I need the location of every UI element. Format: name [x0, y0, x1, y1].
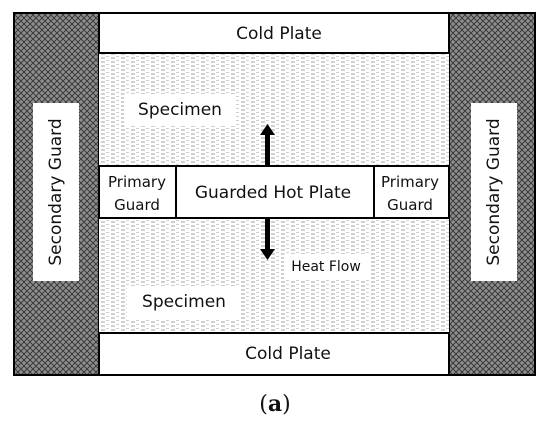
secondary-guard-right-label: Secondary Guard [484, 118, 504, 265]
caption-close-paren: ) [282, 392, 291, 417]
secondary-guard-left-label-box [33, 103, 79, 281]
primary-guard-right-label-line1: Primary [381, 173, 439, 191]
primary-guard-right-label-line2: Guard [387, 196, 433, 214]
heat-flow-label-box [284, 254, 370, 280]
secondary-guard-left-label: Secondary Guard [46, 118, 66, 265]
specimen-bottom-label-box [127, 286, 241, 319]
hot-plate-label: Guarded Hot Plate [195, 183, 351, 203]
specimen-top-label: Specimen [138, 100, 222, 120]
figure-caption: (a) [259, 391, 290, 417]
primary-guard-left-label-line1: Primary [108, 173, 166, 191]
cold-plate-top [98, 12, 450, 54]
cold-plate-top-label: Cold Plate [236, 24, 322, 44]
cold-plate-bottom-label: Cold Plate [245, 344, 331, 364]
cold-plate-bottom [98, 332, 450, 376]
primary-guard-left-label-line2: Guard [114, 196, 160, 214]
caption-letter: a [268, 391, 282, 417]
specimen-top-label-box [124, 94, 235, 126]
specimen-bottom-label: Specimen [142, 292, 226, 312]
caption-open-paren: ( [259, 392, 268, 417]
secondary-guard-right-label-box [471, 103, 517, 281]
primary-guard-left [98, 165, 177, 219]
heat-flow-arrow-up [260, 124, 275, 165]
primary-guard-right [373, 165, 450, 219]
heat-flow-label: Heat Flow [291, 259, 361, 275]
heat-flow-arrow-down [260, 219, 275, 260]
